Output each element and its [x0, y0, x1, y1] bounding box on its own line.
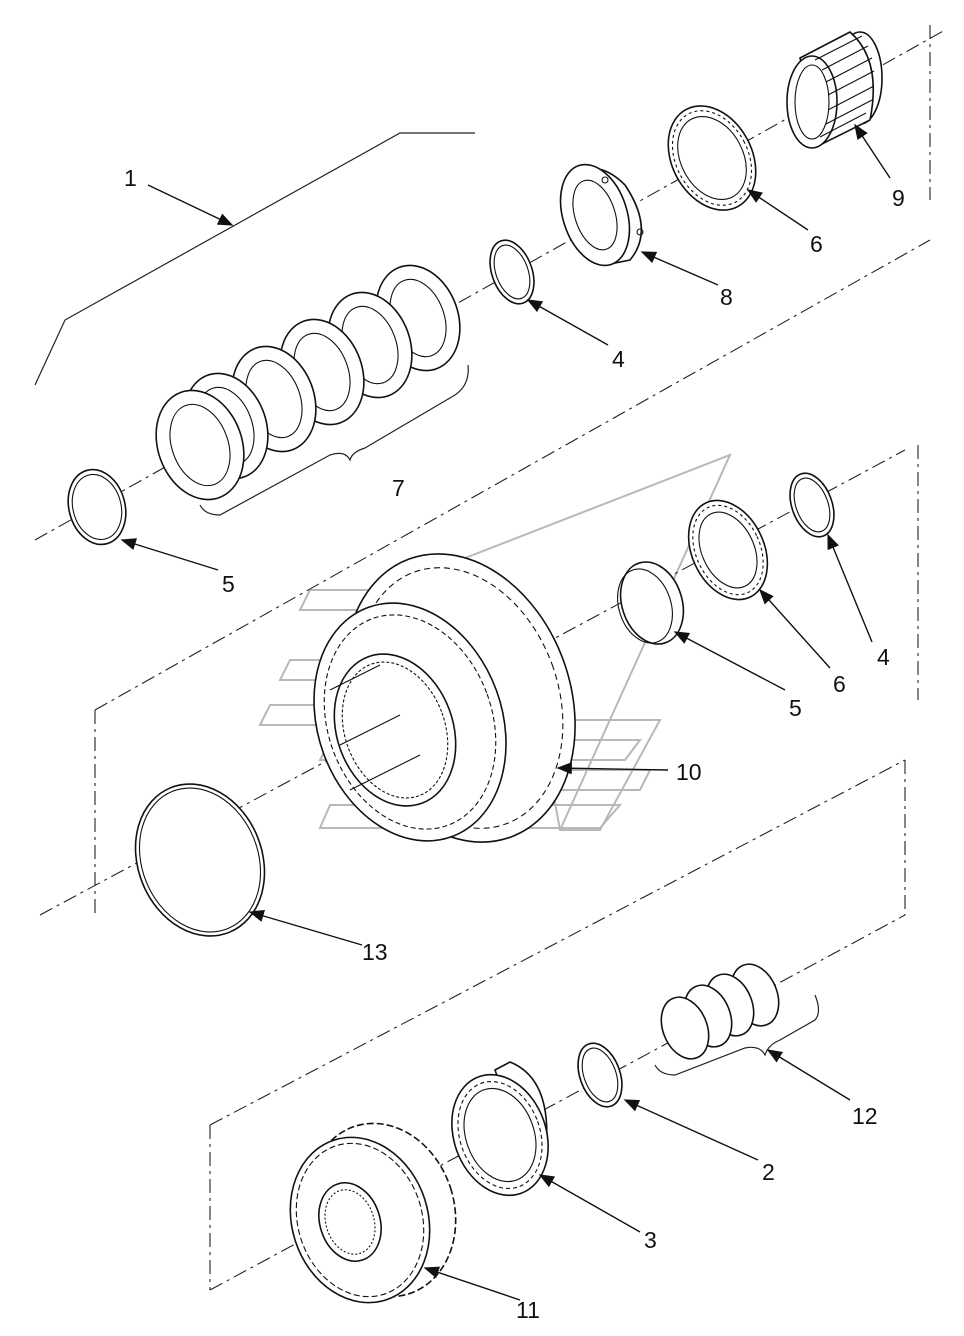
callout-5-left: 5	[222, 571, 235, 597]
spacer-ring	[559, 163, 644, 267]
needle-bearing-cage	[786, 31, 883, 149]
roller-bearing	[451, 1061, 549, 1197]
clutch-disc-pack	[155, 264, 461, 501]
large-gear-assembly	[313, 553, 576, 843]
snap-ring-upper	[489, 239, 535, 305]
callout-labels: 1 9 6 8 4 7 5 4 6 5 10 13 12 2 3 11	[124, 165, 905, 1323]
callout-13: 13	[362, 939, 388, 965]
callout-12: 12	[852, 1103, 878, 1129]
callout-2: 2	[762, 1159, 775, 1185]
group-boundaries	[94, 25, 931, 1290]
snap-ring-right	[789, 472, 835, 538]
small-spur-gear	[289, 1122, 457, 1304]
callout-5-middle: 5	[789, 695, 802, 721]
snap-ring-lower	[577, 1042, 623, 1108]
spring-rings	[660, 963, 780, 1060]
snap-ring-left	[67, 468, 127, 546]
callout-9: 9	[892, 185, 905, 211]
callout-1: 1	[124, 165, 137, 191]
group-bracket-1	[34, 132, 475, 386]
callout-8: 8	[720, 284, 733, 310]
callout-4-upper: 4	[612, 346, 625, 372]
thrust-bearing-upper	[667, 105, 757, 211]
callout-11: 11	[516, 1297, 540, 1323]
callout-6-middle: 6	[833, 671, 846, 697]
large-retaining-ring	[134, 783, 266, 937]
leader-lines	[120, 123, 891, 1301]
callout-3: 3	[644, 1227, 657, 1253]
group-bracket-12	[654, 994, 820, 1076]
group-bracket-7	[199, 364, 469, 516]
callout-7: 7	[392, 475, 405, 501]
callout-4-right: 4	[877, 644, 890, 670]
thrust-bearing-middle	[687, 499, 769, 601]
callout-6-upper: 6	[810, 231, 823, 257]
thick-ring-middle	[617, 561, 685, 645]
callout-10: 10	[676, 759, 702, 785]
